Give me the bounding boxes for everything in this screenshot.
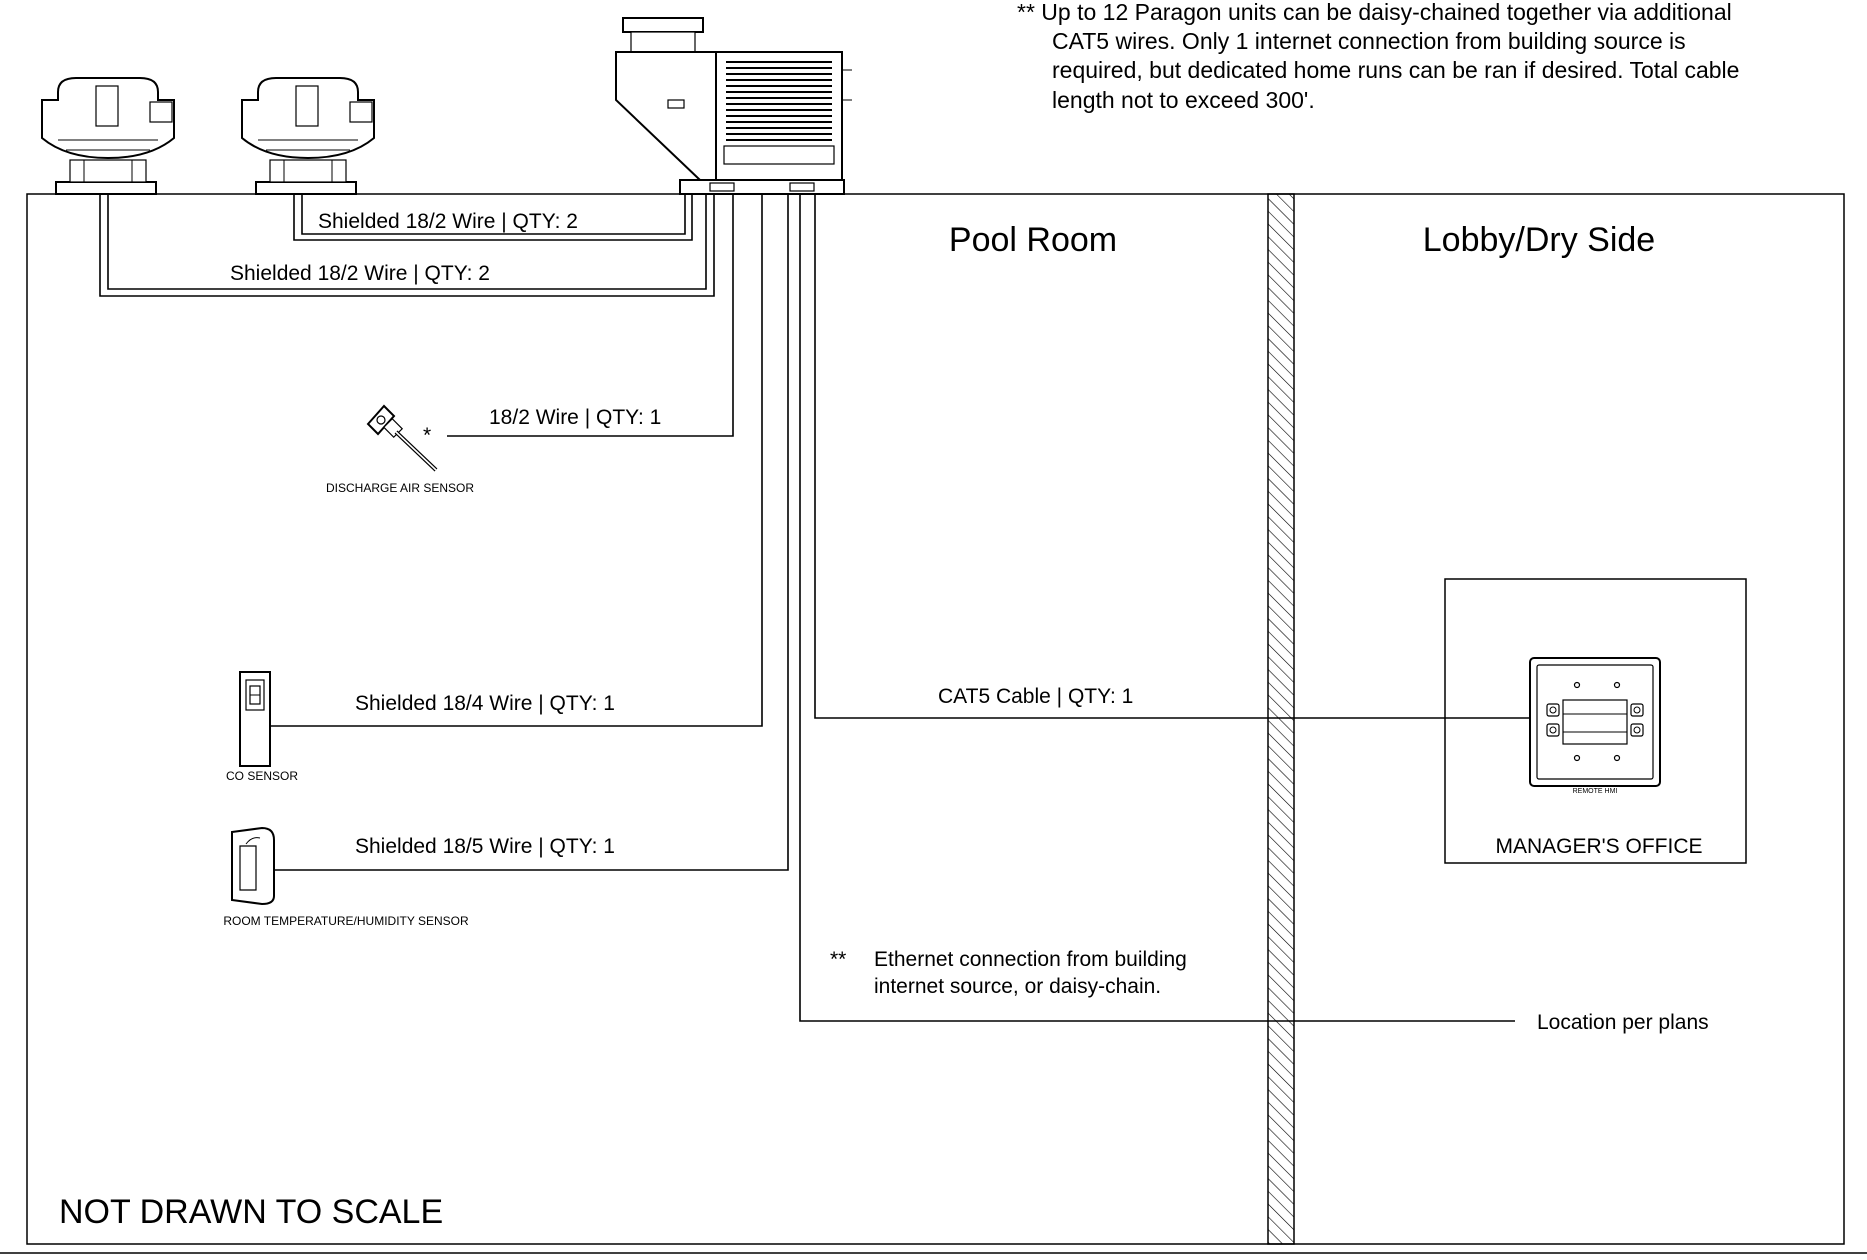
- note-line-1: ** Up to 12 Paragon units can be daisy-c…: [1017, 0, 1732, 25]
- office-label: MANAGER'S OFFICE: [1495, 835, 1702, 858]
- managers-office: [1444, 578, 1747, 864]
- fan-2-wire-label: Shielded 18/2 Wire | QTY: 2: [318, 210, 578, 233]
- exhaust-fan-2: [241, 77, 375, 195]
- discharge-wire-label: 18/2 Wire | QTY: 1: [489, 406, 661, 429]
- hmi-label: REMOTE HMI: [1573, 788, 1618, 795]
- unit-louver: [726, 61, 832, 141]
- ethernet-note-mark: **: [830, 948, 846, 971]
- temp-wire-label: Shielded 18/5 Wire | QTY: 1: [355, 835, 615, 858]
- daisy-chain-note: ** Up to 12 Paragon units can be daisy-c…: [1017, 0, 1739, 113]
- ethernet-note-line-1: Ethernet connection from building: [874, 948, 1187, 971]
- exhaust-fan-1: [41, 77, 175, 195]
- note-line-3: required, but dedicated home runs can be…: [1052, 57, 1739, 83]
- discharge-air-sensor: *: [366, 404, 438, 472]
- discharge-sensor-label: DISCHARGE AIR SENSOR: [326, 481, 474, 495]
- lobby-label: Lobby/Dry Side: [1423, 221, 1655, 259]
- discharge-asterisk: *: [423, 424, 431, 447]
- temp-sensor-label: ROOM TEMPERATURE/HUMIDITY SENSOR: [223, 914, 469, 928]
- note-line-4: length not to exceed 300'.: [1052, 87, 1315, 113]
- fan-1-wire-label: Shielded 18/2 Wire | QTY: 2: [230, 262, 490, 285]
- co-wire-label: Shielded 18/4 Wire | QTY: 1: [355, 692, 615, 715]
- not-to-scale-note: NOT DRAWN TO SCALE: [59, 1193, 443, 1231]
- pool-room-label: Pool Room: [949, 221, 1117, 259]
- cat5-wire-label: CAT5 Cable | QTY: 1: [938, 685, 1133, 708]
- building-outline: [26, 193, 1845, 1245]
- co-sensor: [239, 671, 271, 767]
- location-per-plans-label: Location per plans: [1537, 1011, 1709, 1034]
- note-line-2: CAT5 wires. Only 1 internet connection f…: [1052, 28, 1686, 54]
- ethernet-note-line-2: internet source, or daisy-chain.: [874, 975, 1161, 998]
- wiring: [99, 194, 1545, 1022]
- co-sensor-label: CO SENSOR: [226, 769, 298, 783]
- temp-humidity-sensor: [231, 826, 275, 906]
- remote-hmi: [1529, 657, 1661, 787]
- paragon-unit: [615, 17, 852, 195]
- partition-wall: [1267, 193, 1295, 1245]
